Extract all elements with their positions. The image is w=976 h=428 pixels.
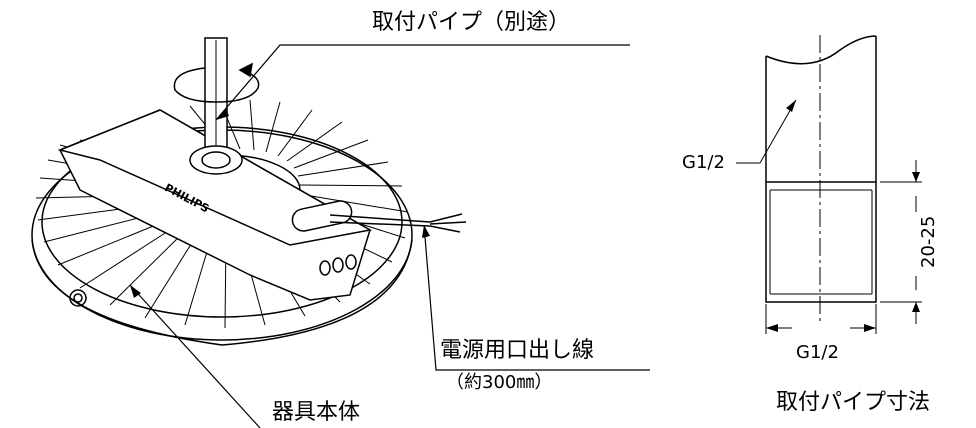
thread-length-dimension: 20-25: [918, 215, 939, 268]
thread-size-bottom: G1/2: [796, 342, 839, 363]
thread-size-left: G1/2: [682, 152, 725, 173]
pipe-optional-label: 取付パイプ（別途）: [372, 10, 571, 35]
rotation-arrow: [173, 67, 260, 103]
cable-length-label: （約300㎜）: [446, 372, 553, 393]
pipe-collar: [189, 145, 243, 175]
leader-lines: [129, 44, 650, 428]
driver-housing-top: [57, 109, 373, 246]
fixture-body-label: 器具本体: [272, 400, 361, 425]
pipe-thread: [765, 181, 877, 303]
fixture-rim: [31, 239, 413, 346]
pipe-body: [765, 35, 877, 182]
pipe-dimension-drawing: [736, 35, 922, 334]
pipe-dimensions-title: 取付パイプ寸法: [776, 390, 931, 415]
power-cable-label: 電源用口出し線: [440, 338, 595, 363]
power-cable: [329, 214, 431, 227]
